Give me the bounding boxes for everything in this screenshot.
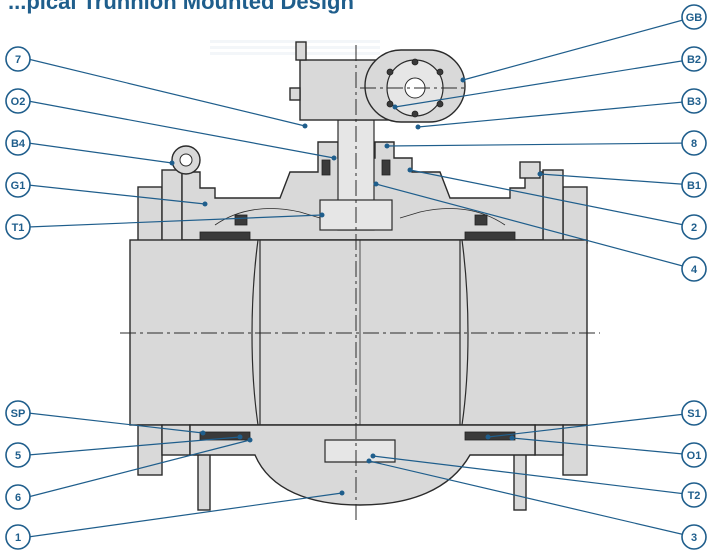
svg-text:5: 5: [15, 450, 21, 462]
svg-text:3: 3: [691, 532, 697, 544]
svg-text:1: 1: [15, 532, 21, 544]
callout-G1: G1: [5, 172, 31, 198]
callout-S1: S1: [681, 400, 707, 426]
valve-body: [129, 119, 588, 511]
svg-text:O2: O2: [11, 96, 26, 108]
bonnet-bolt-left: [321, 159, 331, 176]
leader-lines: [27, 16, 695, 538]
background-hatching: [210, 40, 380, 55]
callout-1: 1: [5, 524, 31, 550]
svg-text:2: 2: [691, 222, 697, 234]
callout-GB: GB: [681, 4, 707, 30]
left-seat-spring: [234, 214, 248, 226]
right-seat-spring: [474, 214, 488, 226]
callout-8: 8: [681, 130, 707, 156]
svg-text:4: 4: [691, 264, 698, 276]
gearbox-side-stub: [289, 87, 301, 101]
callout-B1: B1: [681, 172, 707, 198]
right-lower-flange: [562, 424, 588, 476]
svg-text:6: 6: [15, 492, 21, 504]
svg-text:B2: B2: [687, 54, 701, 66]
svg-text:S1: S1: [687, 408, 700, 420]
lower-trunnion: [324, 439, 396, 463]
callout-O2: O2: [5, 88, 31, 114]
callout-T1: T1: [5, 214, 31, 240]
svg-text:8: 8: [691, 138, 697, 150]
callout-O1: O1: [681, 442, 707, 468]
callout-B2: B2: [681, 46, 707, 72]
svg-text:B1: B1: [687, 180, 701, 192]
svg-text:B4: B4: [11, 138, 26, 150]
left-upper-flange: [137, 186, 163, 244]
callout-7: 7: [5, 46, 31, 72]
leader-dots: [169, 77, 543, 496]
callout-B3: B3: [681, 88, 707, 114]
right-upper-flange: [562, 186, 588, 244]
bonnet-bolt-right: [381, 159, 391, 176]
callout-6: 6: [5, 484, 31, 510]
svg-text:T1: T1: [12, 222, 25, 234]
callouts: 7 O2 B4 G1 T1 SP 5 6 1 GB B2 B3 8 B1 2 4…: [5, 4, 707, 550]
left-lower-seat: [199, 431, 251, 441]
svg-text:T2: T2: [688, 490, 701, 502]
callout-5: 5: [5, 442, 31, 468]
right-upper-flange-neck: [542, 169, 564, 244]
callout-2: 2: [681, 214, 707, 240]
gearbox: [289, 41, 466, 123]
page-title: ...pical Trunnion Mounted Design: [8, 0, 354, 14]
svg-text:7: 7: [15, 54, 21, 66]
svg-text:G1: G1: [11, 180, 26, 192]
left-upper-seat: [199, 231, 251, 241]
right-upper-seat: [464, 231, 516, 241]
callout-SP: SP: [5, 400, 31, 426]
gearbox-handwheel-stub: [295, 41, 307, 61]
callout-B4: B4: [5, 130, 31, 156]
svg-text:SP: SP: [11, 408, 26, 420]
svg-text:B3: B3: [687, 96, 701, 108]
svg-text:GB: GB: [686, 12, 703, 24]
callout-T2: T2: [681, 482, 707, 508]
callout-3: 3: [681, 524, 707, 550]
callout-4: 4: [681, 256, 707, 282]
right-body-bolt: [519, 161, 541, 179]
left-upper-flange-neck: [161, 169, 183, 244]
svg-text:O1: O1: [687, 450, 702, 462]
